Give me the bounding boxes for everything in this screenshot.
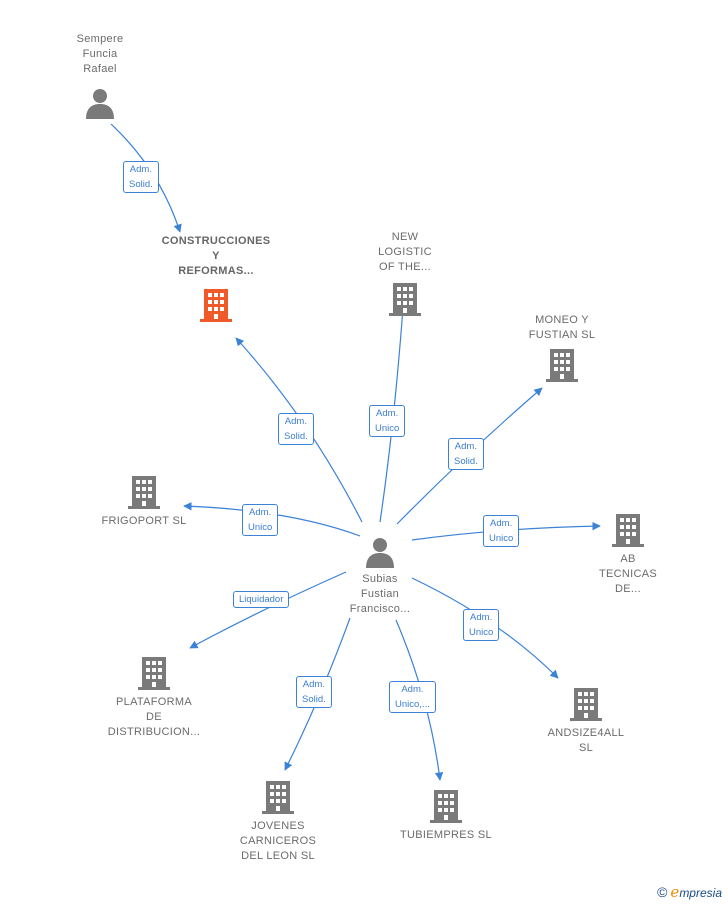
- edge-label-subias-andsize: Adm. Unico: [463, 609, 500, 641]
- node-label: CONSTRUCCIONES Y REFORMAS...: [161, 235, 271, 277]
- building-icon: [430, 790, 462, 823]
- building-icon: [262, 781, 294, 814]
- node-new-logistic[interactable]: NEW LOGISTIC OF THE...: [360, 230, 450, 317]
- edge-subias-frigoport: [183, 502, 361, 537]
- edge-label-subias-tubiempres: Adm. Unico,...: [389, 681, 436, 713]
- edge-label-sempere-construcciones: Adm. Solid.: [123, 161, 159, 193]
- building-icon: [570, 688, 602, 721]
- node-label: NEW LOGISTIC OF THE...: [378, 231, 432, 273]
- building-icon: [546, 349, 578, 382]
- building-icon: [128, 476, 160, 509]
- edge-label-subias-jovenes: Adm. Solid.: [296, 676, 332, 708]
- node-label: PLATAFORMA DE DISTRIBUCION...: [107, 696, 201, 738]
- node-tubiempres[interactable]: TUBIEMPRES SL: [396, 788, 496, 843]
- node-label: FRIGOPORT SL: [101, 515, 187, 527]
- node-andsize[interactable]: ANDSIZE4ALL SL: [538, 686, 634, 756]
- building-icon: [200, 289, 232, 322]
- node-label: TUBIEMPRES SL: [400, 829, 492, 841]
- edge-label-subias-ab-tecnicas: Adm. Unico: [483, 515, 520, 547]
- node-label: MONEO Y FUSTIAN SL: [528, 314, 596, 341]
- copyright-symbol: ©: [657, 884, 668, 900]
- building-icon: [612, 514, 644, 547]
- node-subias[interactable]: Subias Fustian Francisco...: [334, 536, 426, 617]
- edge-label-subias-new-logistic: Adm. Unico: [369, 405, 406, 437]
- edge-subias-plataforma: [189, 571, 347, 649]
- node-label: Subias Fustian Francisco...: [349, 573, 411, 615]
- person-icon: [86, 89, 114, 119]
- node-sempere[interactable]: Sempere Funcia Rafael: [58, 32, 142, 121]
- node-construcciones[interactable]: CONSTRUCCIONES Y REFORMAS...: [146, 234, 286, 323]
- edge-label-subias-moneo: Adm. Solid.: [448, 438, 484, 470]
- person-icon: [366, 538, 394, 568]
- node-jovenes[interactable]: JOVENES CARNICEROS DEL LEON SL: [228, 779, 328, 864]
- brand-logo[interactable]: ©empresia: [657, 883, 722, 901]
- edge-label-subias-frigoport: Adm. Unico: [242, 504, 279, 536]
- brand-initial: e: [670, 883, 680, 901]
- edge-label-subias-construcciones: Adm. Solid.: [278, 413, 314, 445]
- node-label: ANDSIZE4ALL SL: [547, 727, 625, 754]
- node-label: JOVENES CARNICEROS DEL LEON SL: [239, 820, 317, 862]
- node-moneo[interactable]: MONEO Y FUSTIAN SL: [514, 313, 610, 383]
- node-label: Sempere Funcia Rafael: [76, 33, 124, 75]
- building-icon: [389, 283, 421, 316]
- node-label: AB TECNICAS DE...: [598, 553, 658, 595]
- node-plataforma[interactable]: PLATAFORMA DE DISTRIBUCION...: [98, 655, 210, 740]
- node-ab-tecnicas[interactable]: AB TECNICAS DE...: [588, 512, 668, 597]
- brand-name: mpresia: [679, 886, 722, 900]
- edge-label-subias-plataforma: Liquidador: [233, 591, 290, 608]
- node-frigoport[interactable]: FRIGOPORT SL: [92, 474, 196, 529]
- building-icon: [138, 657, 170, 690]
